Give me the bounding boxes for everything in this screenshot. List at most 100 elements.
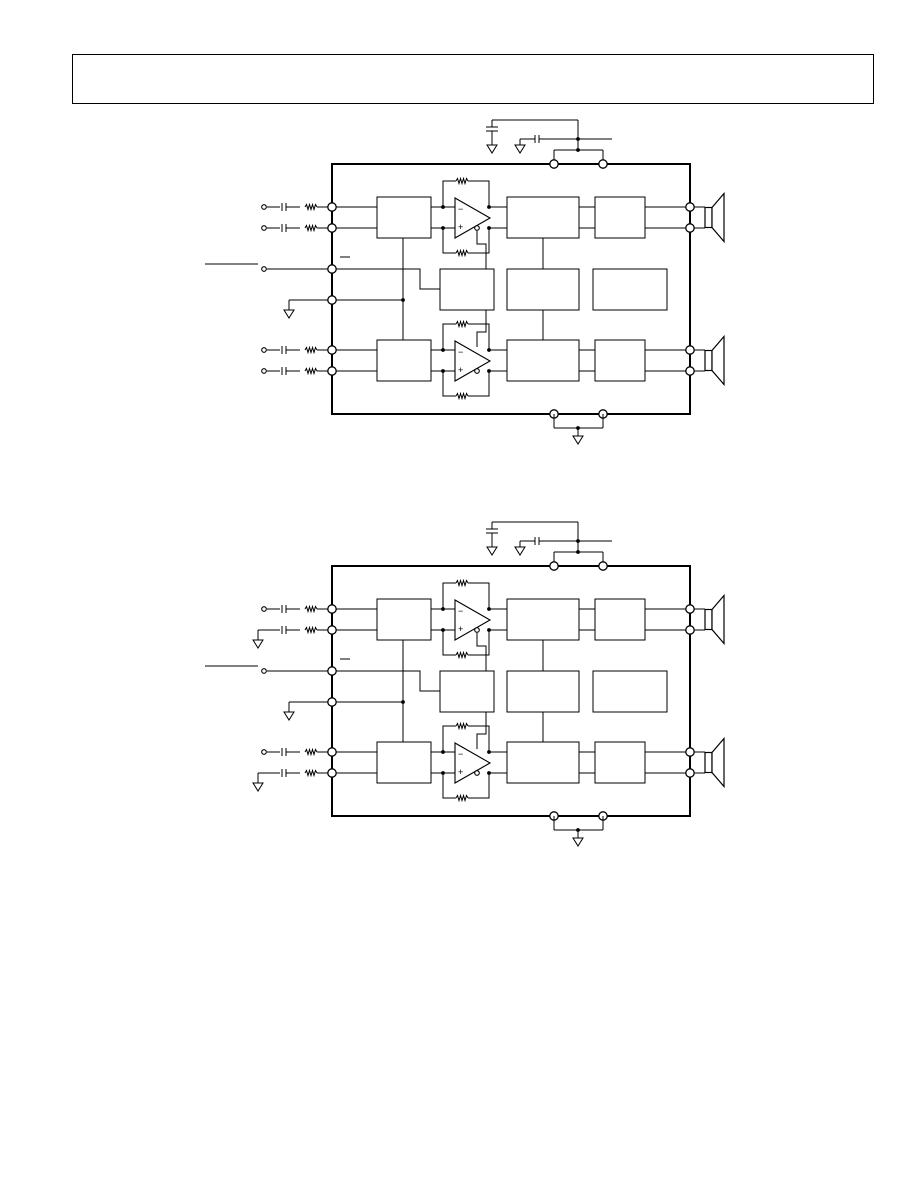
wire: [468, 725, 490, 752]
pin-circle-icon: [685, 747, 695, 757]
ground-icon: [283, 711, 295, 721]
wire: [442, 725, 456, 752]
output-driver-block: [594, 196, 646, 239]
resistor-icon: [455, 578, 469, 588]
junction-dot: [401, 298, 405, 302]
pin-circle-icon: [327, 666, 337, 676]
wire: [442, 323, 456, 350]
speaker-icon: [711, 593, 725, 646]
junction-dot: [576, 539, 580, 543]
pin-circle-icon: [685, 223, 695, 233]
wire: [442, 773, 456, 799]
modulator-block: [506, 741, 580, 784]
terminal-icon: [261, 668, 267, 674]
speaker-icon: [704, 349, 713, 372]
pin-circle-icon: [598, 159, 608, 169]
terminal-icon: [474, 368, 480, 374]
op-amp-input-sign: −: [458, 204, 463, 214]
terminal-icon: [261, 368, 267, 374]
pin-circle-icon: [549, 561, 559, 571]
pin-circle-icon: [327, 768, 337, 778]
pin-circle-icon: [327, 366, 337, 376]
pin-circle-icon: [327, 747, 337, 757]
resistor-icon: [304, 747, 318, 757]
output-driver-block: [594, 339, 646, 382]
ground-icon: [572, 435, 584, 445]
protection-block: [592, 268, 668, 311]
pin-circle-icon: [685, 366, 695, 376]
resistor-icon: [455, 721, 469, 731]
ground-icon: [572, 837, 584, 847]
resistor-icon: [455, 176, 469, 186]
input-buffer-block: [376, 598, 432, 641]
gain-control-block: [439, 268, 495, 311]
speaker-icon: [704, 751, 713, 774]
terminal-icon: [261, 225, 267, 231]
pin-circle-icon: [685, 604, 695, 614]
wire: [336, 670, 440, 692]
pin-circle-icon: [327, 295, 337, 305]
pin-circle-icon: [598, 561, 608, 571]
ground-icon: [514, 144, 526, 154]
speaker-icon: [704, 608, 713, 631]
gain-control-block: [439, 670, 495, 713]
resistor-icon: [455, 650, 469, 660]
amplifier-chip-outline: [331, 163, 691, 415]
speaker-icon: [711, 191, 725, 244]
figure-2-block-diagram: − + − +: [205, 521, 725, 847]
op-amp-icon: [454, 742, 492, 784]
resistor-icon: [455, 391, 469, 401]
resistor-icon: [455, 248, 469, 258]
ground-icon: [283, 309, 295, 319]
wire: [476, 231, 487, 269]
speaker-icon: [711, 736, 725, 789]
ground-icon: [252, 782, 264, 792]
wire: [476, 310, 487, 347]
terminal-icon: [261, 204, 267, 210]
op-amp-icon: [454, 197, 492, 239]
pin-circle-icon: [549, 159, 559, 169]
wire: [468, 630, 490, 656]
ground-icon: [486, 546, 498, 556]
pin-circle-icon: [327, 223, 337, 233]
resistor-icon: [304, 345, 318, 355]
wire: [442, 630, 456, 656]
resistor-icon: [304, 604, 318, 614]
terminal-icon: [474, 770, 480, 776]
ground-icon: [514, 546, 526, 556]
wire: [468, 228, 490, 254]
terminal-icon: [261, 266, 267, 272]
oscillator-block: [506, 670, 580, 713]
terminal-icon: [474, 225, 480, 231]
op-amp-input-sign: −: [458, 749, 463, 759]
junction-dot: [401, 700, 405, 704]
output-driver-block: [594, 598, 646, 641]
wire: [442, 371, 456, 397]
wire: [468, 582, 490, 609]
wire: [476, 633, 487, 671]
ground-icon: [486, 144, 498, 154]
page-header-box: [72, 54, 874, 104]
pin-circle-icon: [327, 697, 337, 707]
resistor-icon: [304, 625, 318, 635]
op-amp-input-sign: −: [458, 347, 463, 357]
modulator-block: [506, 598, 580, 641]
speaker-icon: [704, 206, 713, 229]
amplifier-chip-outline: [331, 565, 691, 817]
resistor-icon: [304, 366, 318, 376]
protection-block: [592, 670, 668, 713]
resistor-icon: [304, 202, 318, 212]
pin-circle-icon: [327, 264, 337, 274]
op-amp-input-sign: +: [458, 624, 463, 634]
modulator-block: [506, 339, 580, 382]
terminal-icon: [261, 347, 267, 353]
pin-circle-icon: [685, 345, 695, 355]
resistor-icon: [304, 768, 318, 778]
op-amp-input-sign: −: [458, 606, 463, 616]
speaker-icon: [711, 334, 725, 387]
resistor-icon: [455, 319, 469, 329]
resistor-icon: [455, 793, 469, 803]
wire: [476, 712, 487, 749]
pin-circle-icon: [685, 768, 695, 778]
op-amp-input-sign: +: [458, 767, 463, 777]
